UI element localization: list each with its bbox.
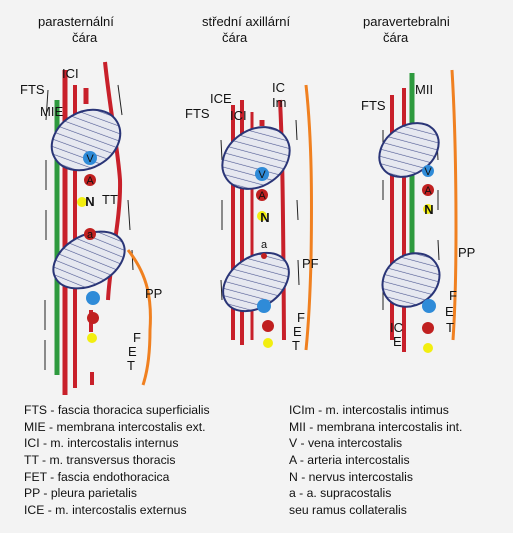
label-e: E [445, 304, 454, 319]
legend-item: ICE - m. intercostalis externus [24, 502, 210, 519]
label-pp: PP [458, 245, 475, 260]
legend-item: ICI - m. intercostalis internus [24, 435, 210, 452]
supracostal-label: a [261, 239, 268, 251]
label-t: T [292, 338, 300, 353]
vena-intercostalis-lower [422, 299, 436, 313]
label-fts: FTS [185, 106, 210, 121]
nervus-intercostalis-lower [87, 333, 97, 343]
label-f: F [297, 310, 305, 325]
column-3-header-line-2: čára [383, 30, 409, 45]
arteria-intercostalis-lower [87, 312, 99, 324]
label-ici: ICI [230, 108, 247, 123]
legend-item: TT - m. transversus thoracis [24, 452, 210, 469]
label-ic: IC [272, 80, 285, 95]
legend-item: seu ramus collateralis [289, 502, 513, 519]
label-f: F [449, 288, 457, 303]
label-pf: PF [302, 256, 319, 271]
vena-intercostalis-lower [257, 299, 271, 313]
column-1-header-line-2: čára [72, 30, 98, 45]
legend-item: MIE - membrana intercostalis ext. [24, 419, 210, 436]
nerve-label: N [424, 202, 433, 217]
column-3-header-line-1: paravertebralni [363, 14, 450, 29]
column-mid-axillary: střední axillární čára V A N a IC Im ICE… [185, 14, 319, 353]
label-ici: ICI [62, 66, 79, 81]
artery-label: A [258, 190, 266, 202]
legend-item: FET - fascia endothoracica [24, 469, 210, 486]
column-2-header-line-2: čára [222, 30, 248, 45]
column-paravertebral: paravertebralni čára V A N MII FTS PP F … [361, 14, 475, 353]
column-parasternal: parasternální čára V A N a ICI FTS MI [20, 14, 162, 395]
vein-label: V [258, 169, 266, 181]
label-fts: FTS [20, 82, 45, 97]
label-t: T [446, 320, 454, 335]
arteria-intercostalis-lower [422, 322, 434, 334]
legend-item: a - a. supracostalis [289, 485, 513, 502]
vein-label: V [86, 153, 94, 165]
label-ic: IC [390, 320, 403, 335]
nerve-label: N [85, 194, 94, 209]
label-mii: MII [415, 82, 433, 97]
pleura-line-col2 [306, 85, 311, 350]
label-mie: MIE [40, 104, 63, 119]
fascia-line [45, 90, 48, 370]
legend-item: V - vena intercostalis [289, 435, 513, 452]
label-t: T [127, 358, 135, 373]
label-pp: PP [145, 286, 162, 301]
label-tt: TT [102, 192, 118, 207]
label-e-lower: E [393, 334, 402, 349]
vein-label: V [424, 166, 432, 178]
label-fts: FTS [361, 98, 386, 113]
rib-upper [210, 114, 301, 201]
legend-right: ICIm - m. intercostalis intimus MII - me… [289, 402, 513, 519]
a-supracostalis [261, 253, 267, 259]
arteria-intercostalis-lower [262, 320, 274, 332]
legend-item: ICIm - m. intercostalis intimus [289, 402, 513, 419]
legend-left: FTS - fascia thoracica superficialis MIE… [24, 402, 210, 519]
label-e: E [128, 344, 137, 359]
nervus-intercostalis-lower [263, 338, 273, 348]
legend-item: FTS - fascia thoracica superficialis [24, 402, 210, 419]
label-ice: ICE [210, 91, 232, 106]
column-2-header-line-1: střední axillární [202, 14, 291, 29]
rib-lower [212, 241, 300, 323]
nerve-label: N [260, 210, 269, 225]
artery-label: A [424, 185, 432, 197]
vena-intercostalis-lower [86, 291, 100, 305]
label-f: F [133, 330, 141, 345]
artery-label: A [86, 175, 94, 187]
legend-item: PP - pleura parietalis [24, 485, 210, 502]
label-e: E [293, 324, 302, 339]
rib-upper [369, 112, 449, 188]
nervus-intercostalis-lower [423, 343, 433, 353]
label-im: Im [272, 95, 286, 110]
legend-item: A - arteria intercostalis [289, 452, 513, 469]
supracostal-label: a [87, 229, 94, 241]
legend-item: N - nervus intercostalis [289, 469, 513, 486]
column-1-header-line-1: parasternální [38, 14, 114, 29]
legend-item: MII - membrana intercostalis int. [289, 419, 513, 436]
